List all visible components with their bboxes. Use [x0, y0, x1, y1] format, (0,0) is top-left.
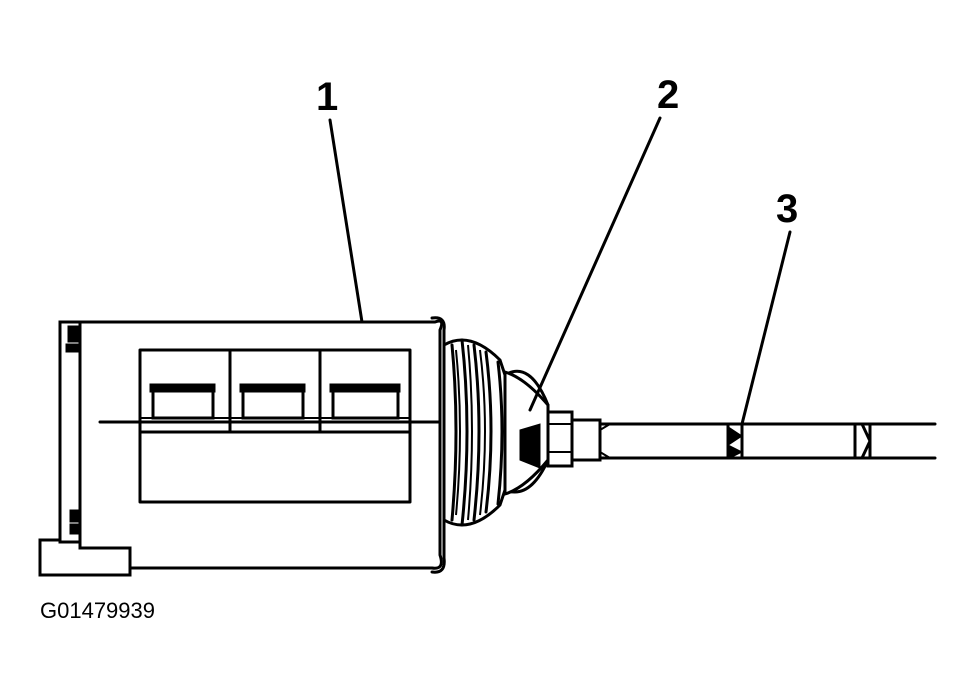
figure-id: G01479939 — [40, 598, 155, 623]
callout-1: 1 — [316, 75, 338, 119]
lock-nut — [546, 410, 602, 468]
leader-line-2 — [528, 116, 662, 412]
tie-rod — [598, 422, 937, 460]
leader-lines — [328, 116, 792, 426]
leader-line-1 — [328, 118, 364, 324]
leader-line-3 — [740, 230, 792, 426]
gear-housing — [78, 316, 446, 574]
bellows-boot — [442, 338, 550, 527]
callout-2: 2 — [657, 73, 679, 117]
callout-3: 3 — [776, 187, 798, 231]
